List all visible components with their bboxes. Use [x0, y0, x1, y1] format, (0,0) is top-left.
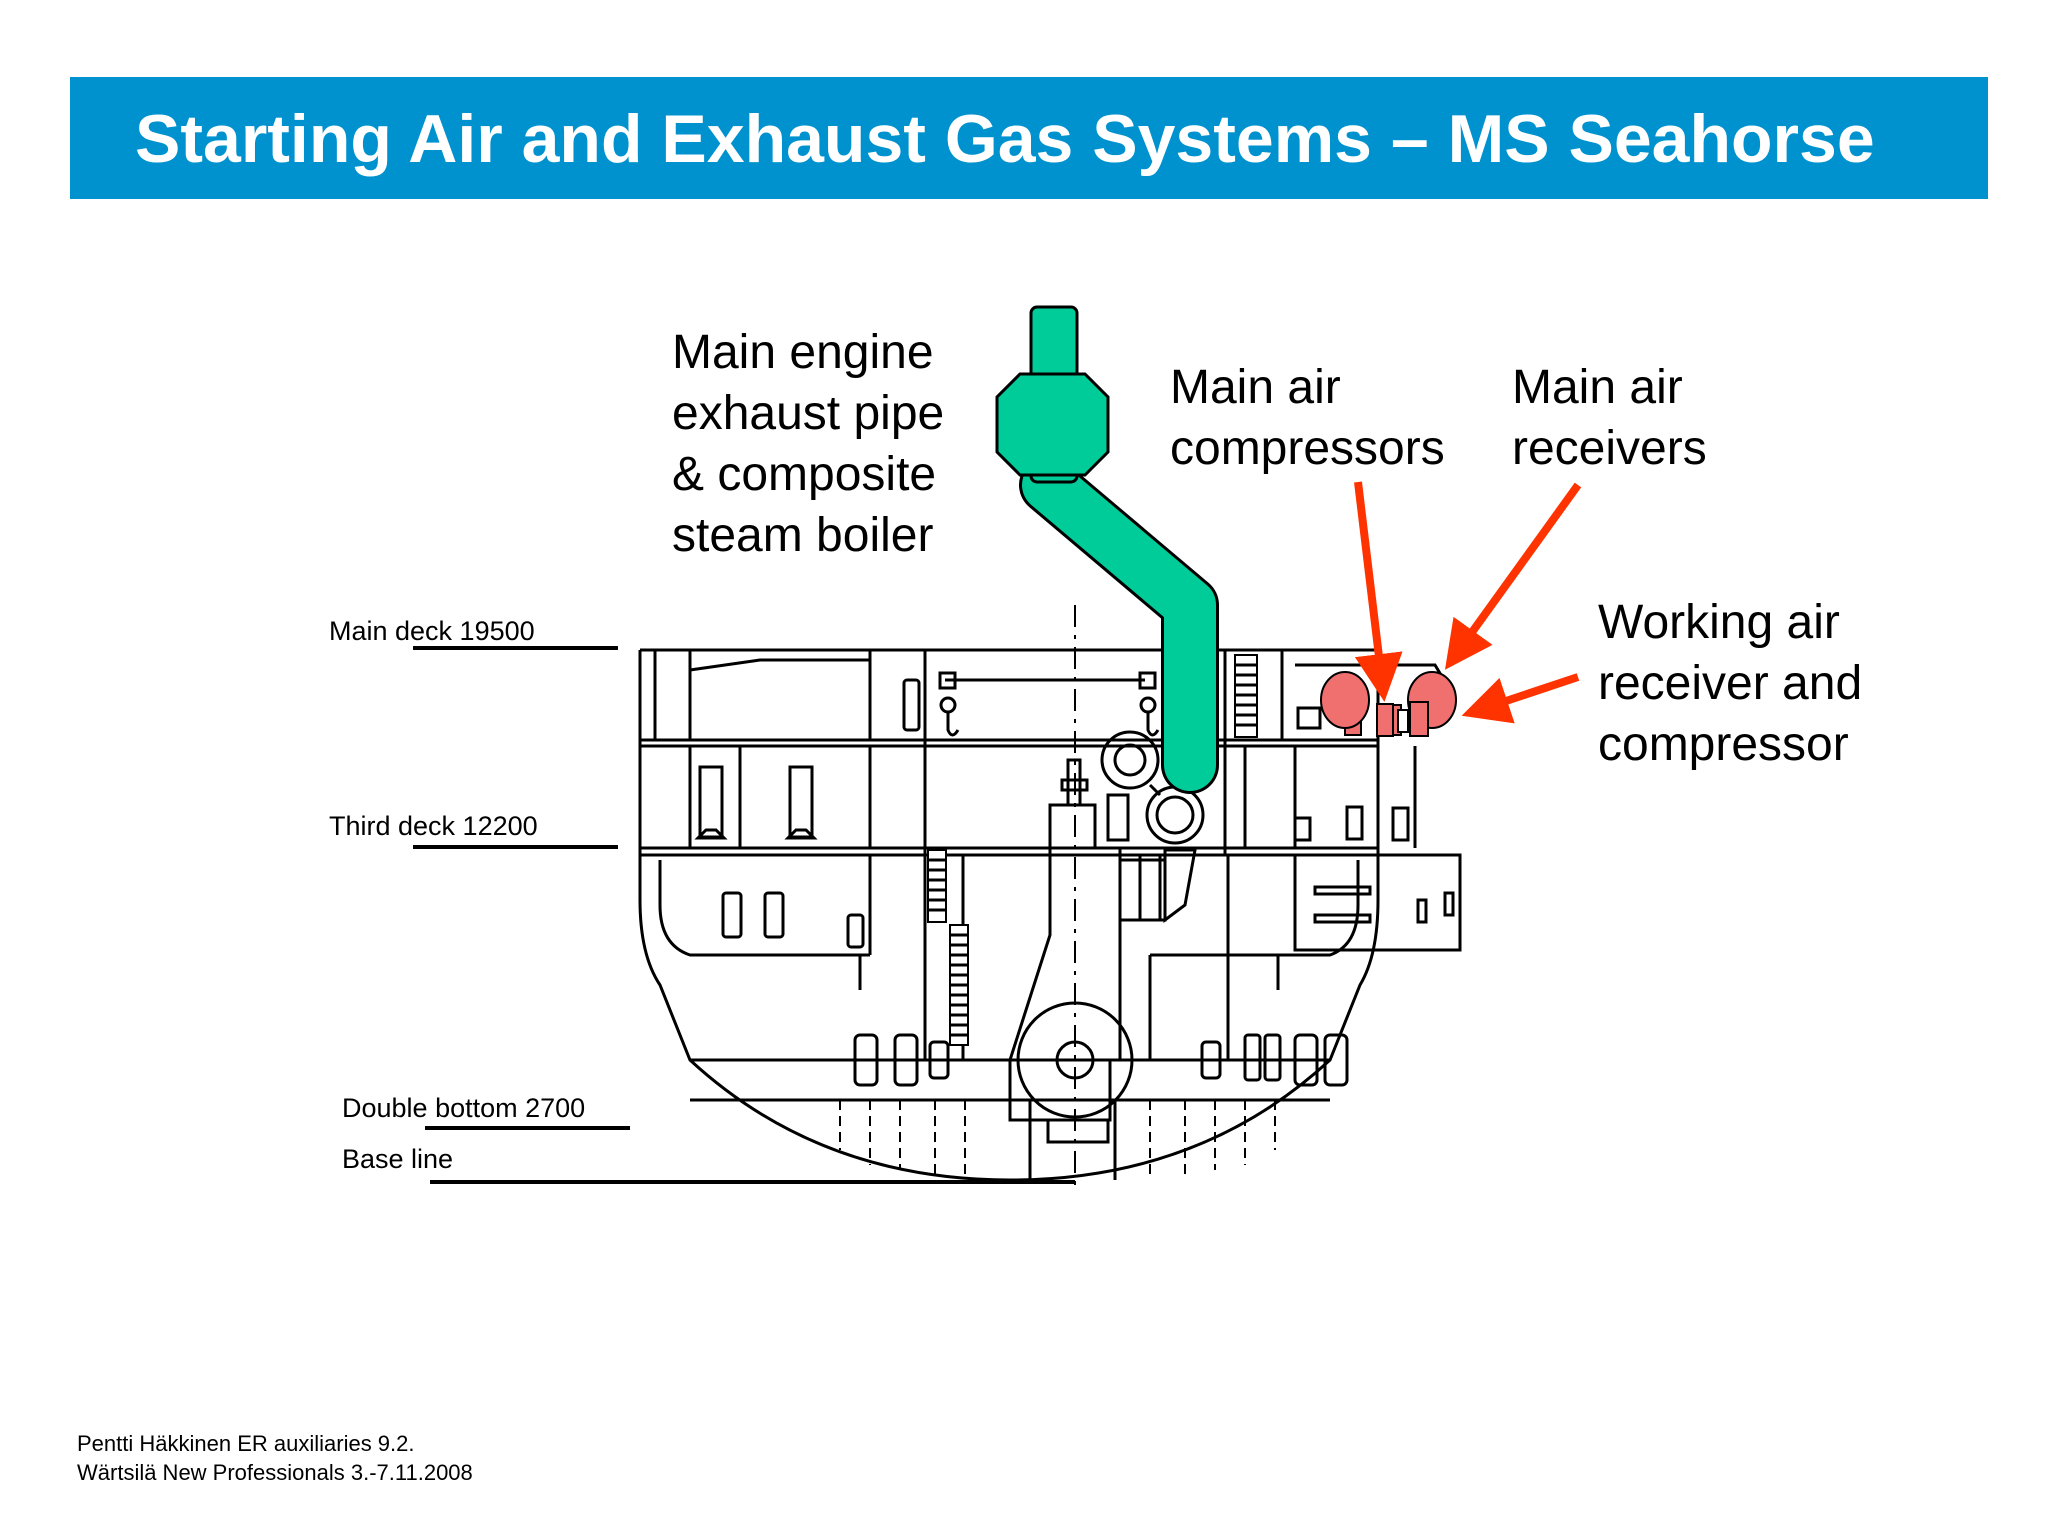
arrow-receivers: [1444, 482, 1582, 670]
callout-exhaust-line-4: steam boiler: [672, 509, 934, 562]
footer: Pentti Häkkinen ER auxiliaries 9.2. Wärt…: [77, 1429, 473, 1487]
callout-receivers-line-2: receivers: [1512, 422, 1707, 475]
callout-receivers-line-1: Main air: [1512, 361, 1683, 414]
callout-exhaust-line-1: Main engine: [672, 326, 934, 379]
exhaust-pipe: [995, 305, 1219, 794]
callout-compressors-line-2: compressors: [1170, 422, 1445, 475]
callout-working-line-1: Working air: [1598, 596, 1840, 649]
double-bottom-dashes: [839, 1100, 1276, 1178]
footer-line-1: Pentti Häkkinen ER auxiliaries 9.2.: [77, 1431, 415, 1456]
deck-label-base-line: Base line: [342, 1144, 454, 1174]
callout-working-line-3: compressor: [1598, 718, 1849, 771]
deck-label-double-bottom: Double bottom 2700: [342, 1093, 586, 1123]
callout-receivers-label: Main air receivers: [1512, 357, 1707, 479]
ladder-rungs: [928, 663, 1257, 1037]
callout-arrows: [1354, 481, 1582, 724]
callout-compressors-line-1: Main air: [1170, 361, 1341, 414]
callout-exhaust-line-2: exhaust pipe: [672, 387, 945, 440]
footer-line-2: Wärtsilä New Professionals 3.-7.11.2008: [77, 1460, 473, 1485]
composite-steam-boiler: [995, 372, 1110, 477]
callout-working-line-2: receiver and: [1598, 657, 1863, 710]
callout-exhaust-line-3: & composite: [672, 448, 937, 501]
working-air-compressor: [1409, 701, 1429, 737]
main-air-receiver-1: [1320, 671, 1370, 729]
air-equipment: [1320, 671, 1457, 737]
arrow-compressors: [1354, 481, 1403, 702]
arrow-working-air: [1461, 673, 1580, 724]
main-air-compressor: [1376, 703, 1394, 737]
callout-working-air-label: Working air receiver and compressor: [1598, 592, 1862, 775]
deck-label-main: Main deck 19500: [329, 616, 535, 646]
callout-exhaust-label: Main engine exhaust pipe & composite ste…: [672, 322, 944, 566]
hull-outline: [638, 648, 1462, 1182]
callout-compressors-label: Main air compressors: [1170, 357, 1445, 479]
page-title: Starting Air and Exhaust Gas Systems – M…: [135, 101, 1875, 177]
title-bar: Starting Air and Exhaust Gas Systems – M…: [70, 77, 1988, 199]
deck-label-third: Third deck 12200: [329, 811, 538, 841]
deck-level-lines: [413, 646, 1075, 1184]
